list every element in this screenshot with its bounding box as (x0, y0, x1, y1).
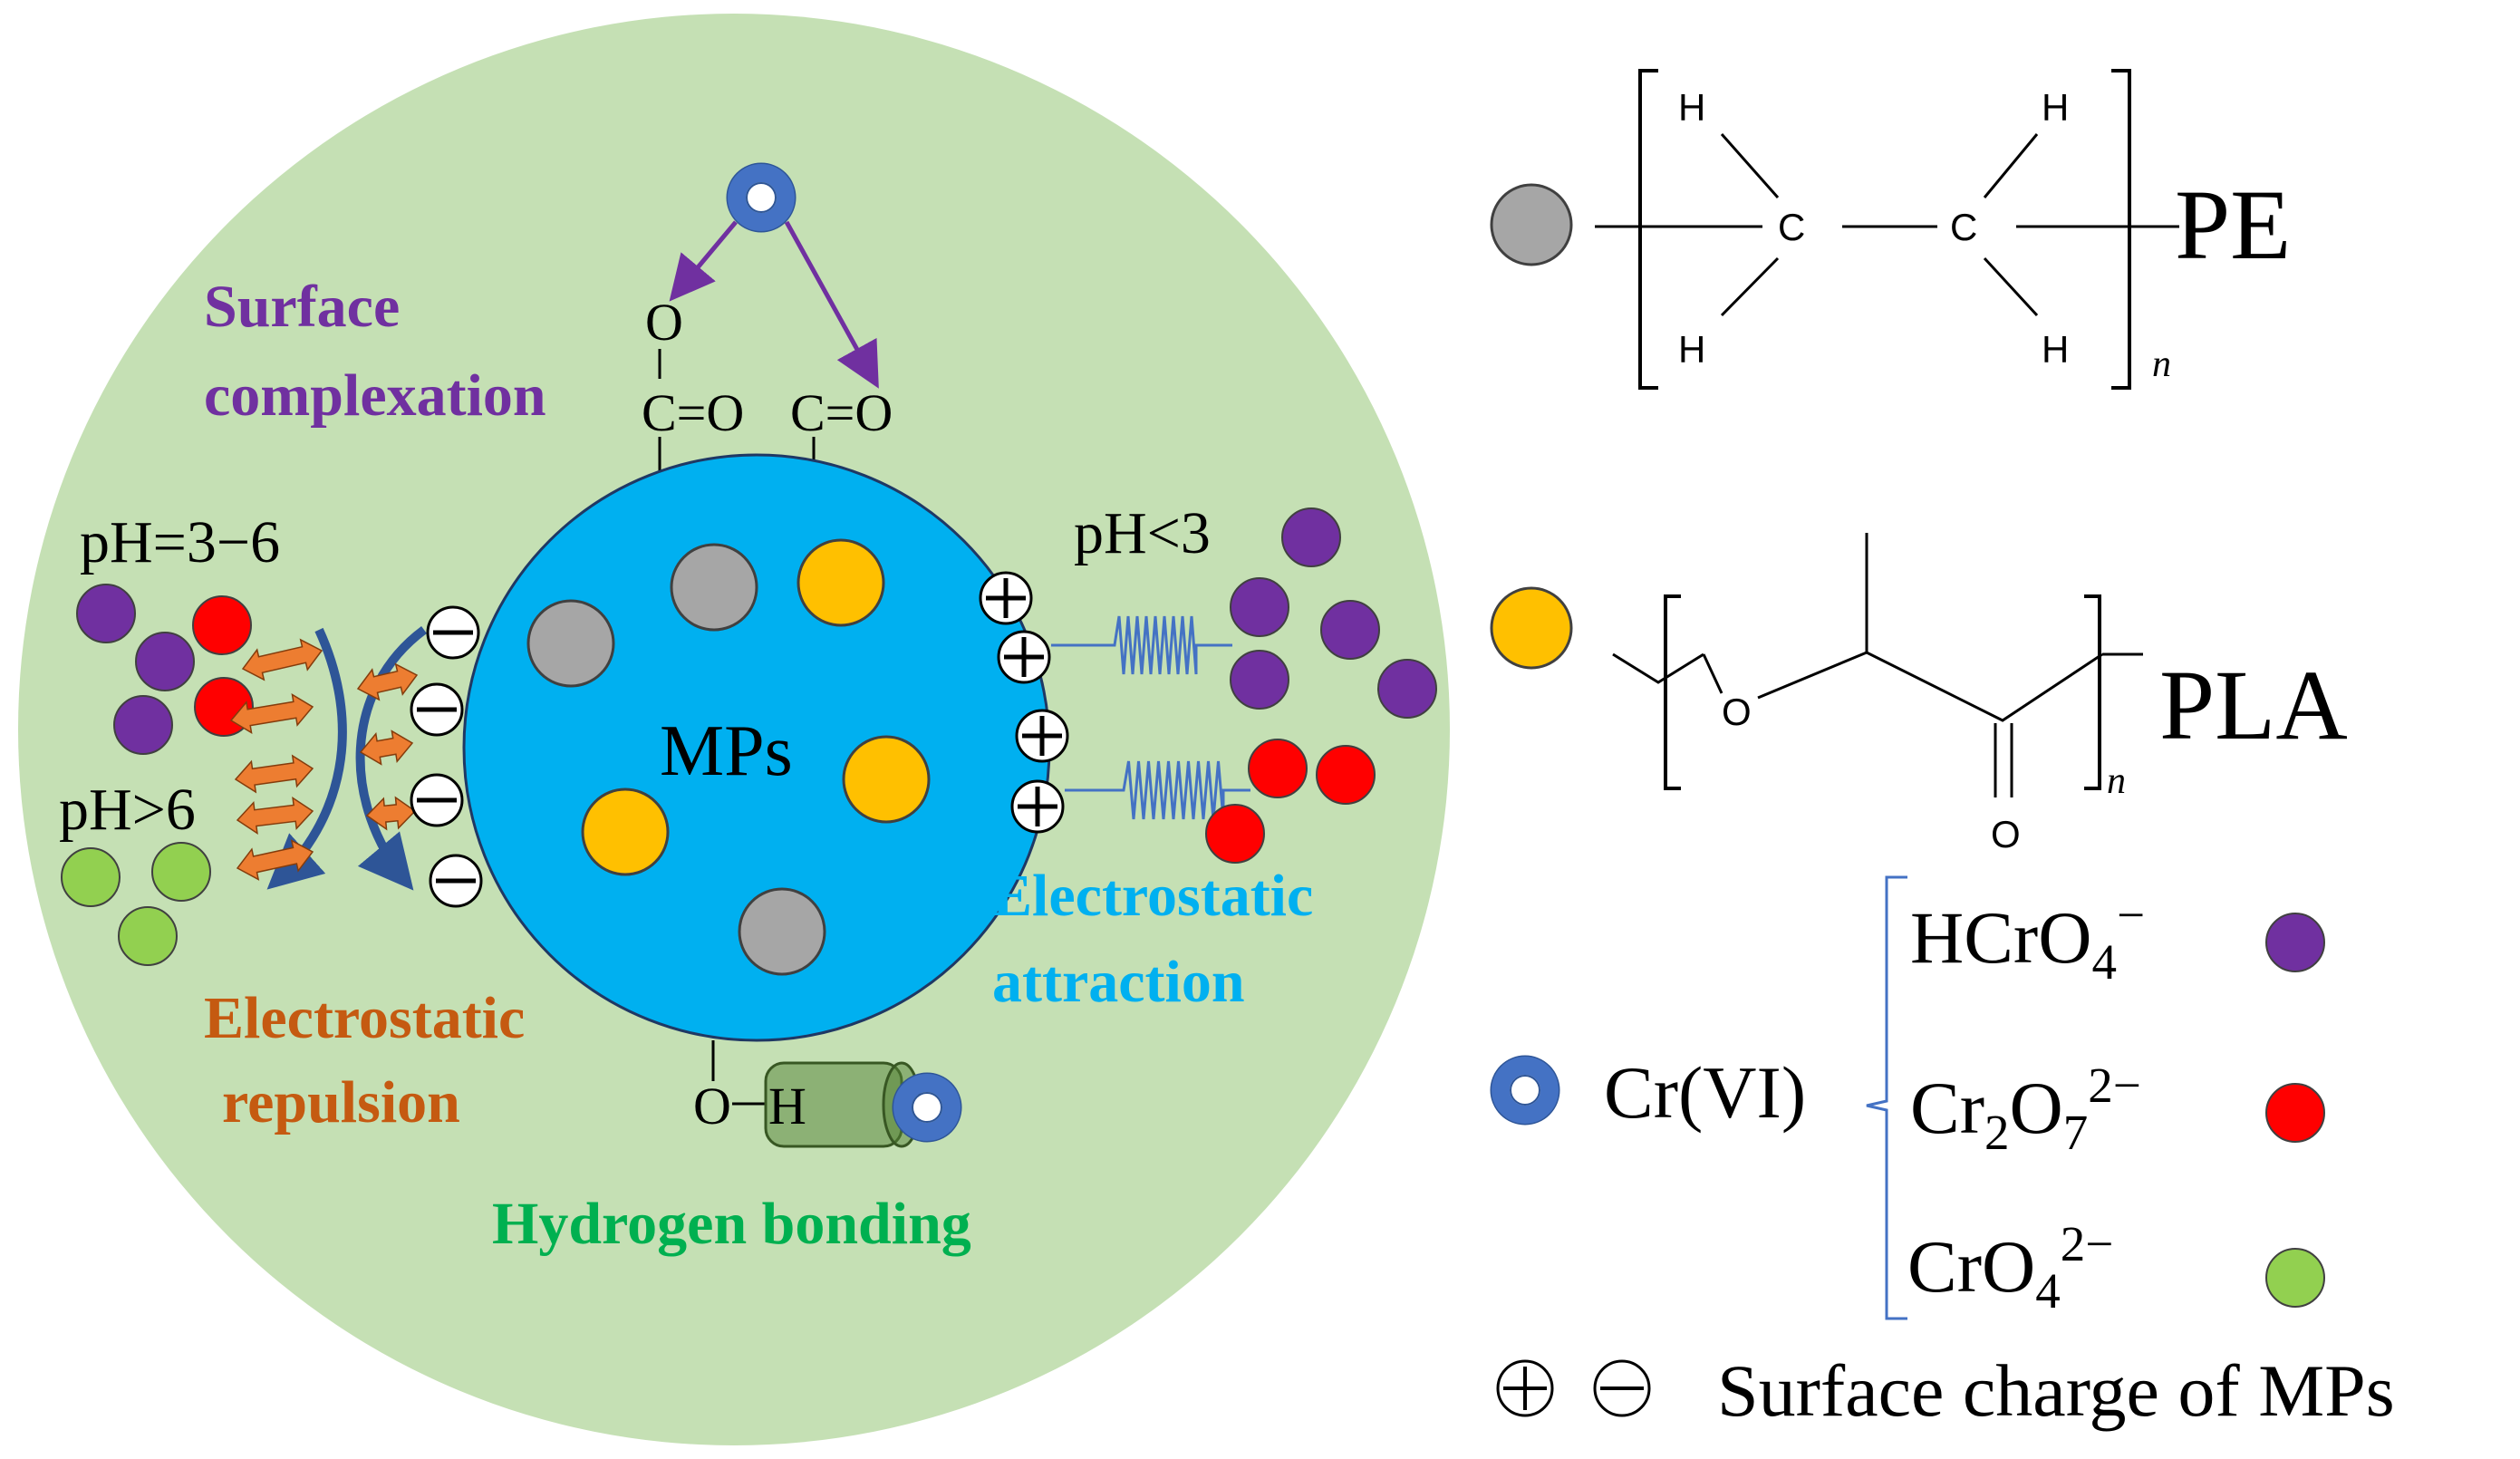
hcro4-ion (76, 584, 136, 643)
hcro4-ion (1320, 600, 1380, 660)
repulsion-double-arrow (359, 730, 414, 766)
cr2o7-ion (1205, 804, 1265, 864)
svg-text:H: H (1678, 328, 1705, 371)
surface-charge-label: Surface charge of MPs (1717, 1349, 2395, 1432)
svg-text:C: C (1778, 206, 1805, 248)
repulsion-double-arrow (229, 693, 314, 734)
pe-structure: H H H H C C n (1490, 69, 2179, 390)
pla-particle (581, 787, 670, 876)
plus-icon (1010, 779, 1065, 834)
cr2o7-legend-label: Cr2O72− (1910, 1058, 2141, 1160)
cr2o7-ion (1316, 745, 1376, 805)
oh-hydrogen: H (768, 1077, 806, 1135)
pe-legend-icon (1490, 183, 1573, 266)
pe-particle (670, 543, 758, 632)
cr-ion-top (726, 162, 797, 233)
curved-arrow-inner (355, 625, 427, 891)
svg-text:H: H (2042, 328, 2069, 371)
hcro4-legend-dot (2265, 913, 2325, 972)
cro4-ion (118, 906, 178, 966)
hcro4-ion (1281, 507, 1341, 567)
ph-lt3-label: pH<3 (1074, 500, 1211, 566)
pla-legend-icon (1490, 586, 1573, 670)
pe-particle (526, 599, 615, 688)
minus-icon (410, 773, 464, 827)
cro4-ion (61, 847, 121, 907)
pla-particle (797, 538, 885, 627)
pla-legend-label: PLA (2159, 650, 2348, 760)
repulsion-double-arrow (356, 662, 419, 701)
attraction-spring-bottom (1065, 760, 1250, 820)
cr-legend-icon (1490, 1055, 1560, 1126)
mps-label: MPs (660, 711, 793, 791)
complexation-arrow-right (784, 220, 879, 389)
cr2o7-ion (192, 595, 252, 655)
svg-text:n: n (2107, 760, 2126, 802)
hydrogen-bonding-label: Hydrogen bonding (492, 1191, 971, 1257)
oh-oxygen: O (693, 1077, 731, 1135)
ph-3-6-label: pH=3−6 (80, 509, 280, 575)
cr2o7-ion (1248, 739, 1308, 798)
pla-particle (842, 735, 931, 824)
repulsion-double-arrow (241, 638, 323, 681)
svg-text:O: O (1991, 813, 2021, 855)
right-ions (1205, 507, 1437, 864)
electrostatic-attraction-label: Electrostatic attraction (992, 863, 1328, 1015)
hcro4-ion (1230, 577, 1289, 637)
cr-ion-hbond (892, 1072, 962, 1143)
ph-gt6-label: pH>6 (59, 777, 196, 843)
repulsion-arrows (229, 638, 419, 881)
negative-charges (410, 605, 483, 908)
repulsion-double-arrow (236, 839, 314, 881)
plus-icon (997, 630, 1051, 684)
repulsion-double-arrow (236, 796, 314, 836)
electrostatic-repulsion-label: Electrostatic repulsion (204, 985, 540, 1135)
surface-complexation-label: Surface complexation (204, 274, 546, 429)
cr-species-brace (1866, 875, 1907, 1320)
svg-text:H: H (1678, 86, 1705, 129)
hcro4-ion (135, 632, 195, 691)
svg-text:O: O (1722, 691, 1752, 733)
minus-icon (429, 854, 483, 908)
plus-icon (979, 571, 1033, 625)
attraction-spring-top (1051, 615, 1232, 675)
carbonyl-right: C=O (790, 383, 893, 442)
plus-icon (1496, 1359, 1554, 1417)
ester-oxygen: O (645, 293, 683, 352)
cro4-legend-label: CrO42− (1907, 1216, 2113, 1319)
hcro4-ion (1230, 650, 1289, 710)
complexation-arrow-left (669, 220, 738, 302)
cr-legend-label: Cr(VI) (1604, 1051, 1806, 1134)
repulsion-double-arrow (234, 754, 314, 794)
pe-legend-label: PE (2175, 169, 2291, 280)
minus-icon (410, 682, 464, 737)
hcro4-legend-label: HCrO4− (1910, 887, 2145, 990)
cro4-legend-dot (2265, 1248, 2325, 1308)
mps-particles (526, 538, 931, 976)
svg-text:n: n (2152, 343, 2171, 385)
pla-structure: O O n (1490, 533, 2143, 855)
svg-text:C: C (1950, 206, 1977, 248)
hcro4-ion (113, 695, 173, 755)
pe-particle (738, 887, 826, 976)
minus-icon (426, 605, 480, 660)
plus-icon (1015, 709, 1069, 763)
cr2o7-legend-dot (2265, 1083, 2325, 1143)
svg-text:H: H (2042, 86, 2069, 129)
left-ions (61, 584, 254, 966)
carbonyl-left: C=O (642, 383, 744, 442)
cro4-ion (151, 842, 211, 902)
positive-charges (979, 571, 1069, 834)
minus-icon (1593, 1359, 1651, 1417)
hcro4-ion (1377, 659, 1437, 719)
